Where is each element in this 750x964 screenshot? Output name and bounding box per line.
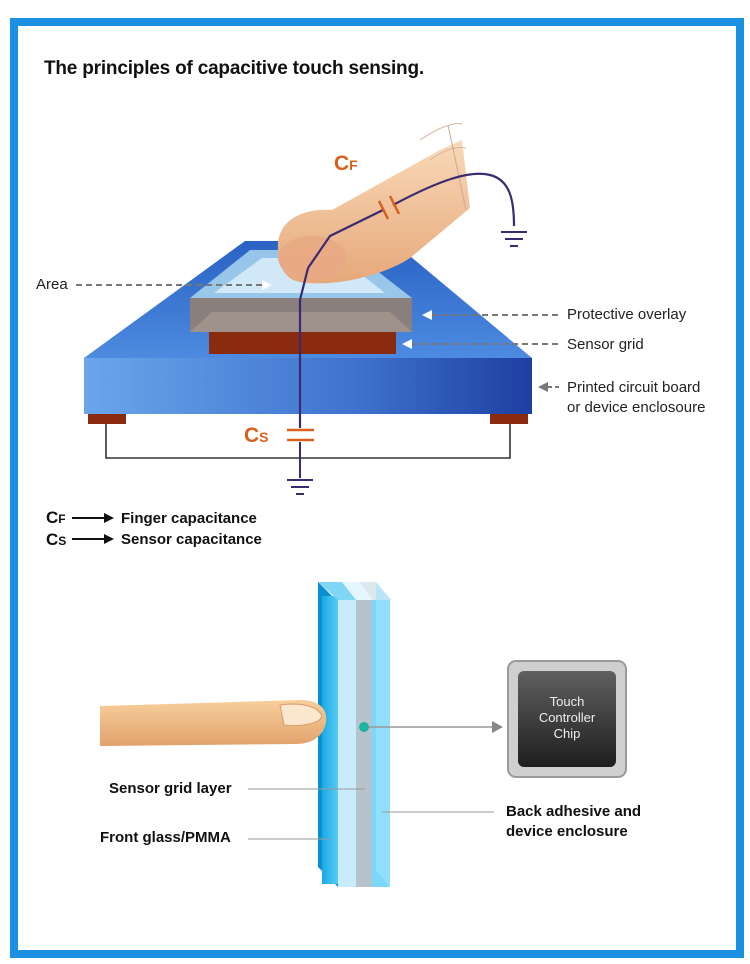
area-label: Area bbox=[36, 276, 68, 293]
board-front-face bbox=[84, 358, 532, 414]
glass-stack bbox=[318, 582, 392, 887]
finger-capacitance-wire bbox=[307, 172, 516, 269]
ground-symbol-bottom bbox=[287, 479, 313, 495]
sensor-grid-layer-label: Sensor grid layer bbox=[109, 780, 232, 797]
left-pad bbox=[88, 414, 126, 424]
back-adhesive-label-line2: device enclosure bbox=[506, 823, 628, 840]
ground-symbol-top bbox=[501, 231, 527, 247]
legend-arrows bbox=[72, 517, 104, 540]
finger-upper bbox=[277, 123, 470, 284]
pcb-label-line2: or device enclosoure bbox=[567, 399, 706, 416]
page-title: The principles of capacitive touch sensi… bbox=[44, 58, 424, 79]
sensor-capacitance-wire bbox=[298, 267, 310, 428]
cs-label: CS bbox=[244, 424, 269, 447]
cf-capacitor-symbol bbox=[377, 195, 401, 220]
back-adhesive-label-line1: Back adhesive and bbox=[506, 803, 642, 820]
pad-connection-wire bbox=[105, 424, 511, 459]
touch-point bbox=[359, 722, 369, 732]
cf-label: CF bbox=[334, 152, 358, 175]
chip-label: Touch Controller Chip bbox=[538, 694, 596, 741]
front-glass-label: Front glass/PMMA bbox=[100, 829, 231, 846]
pcb-label-line1: Printed circuit board bbox=[567, 379, 701, 396]
sensor-grid-layer bbox=[209, 332, 396, 354]
protective-overlay-label: Protective overlay bbox=[567, 306, 687, 323]
legend-cf-text: Finger capacitance bbox=[121, 510, 257, 527]
touch-controller-chip bbox=[507, 660, 627, 778]
legend-cf-symbol: CF bbox=[46, 508, 66, 527]
sensor-grid-label: Sensor grid bbox=[567, 336, 644, 353]
legend-cs-text: Sensor capacitance bbox=[121, 531, 262, 548]
legend-cs-symbol: CS bbox=[46, 530, 67, 549]
finger-lower bbox=[100, 700, 327, 746]
right-pad bbox=[490, 414, 528, 424]
cs-capacitor-symbol bbox=[287, 428, 314, 442]
